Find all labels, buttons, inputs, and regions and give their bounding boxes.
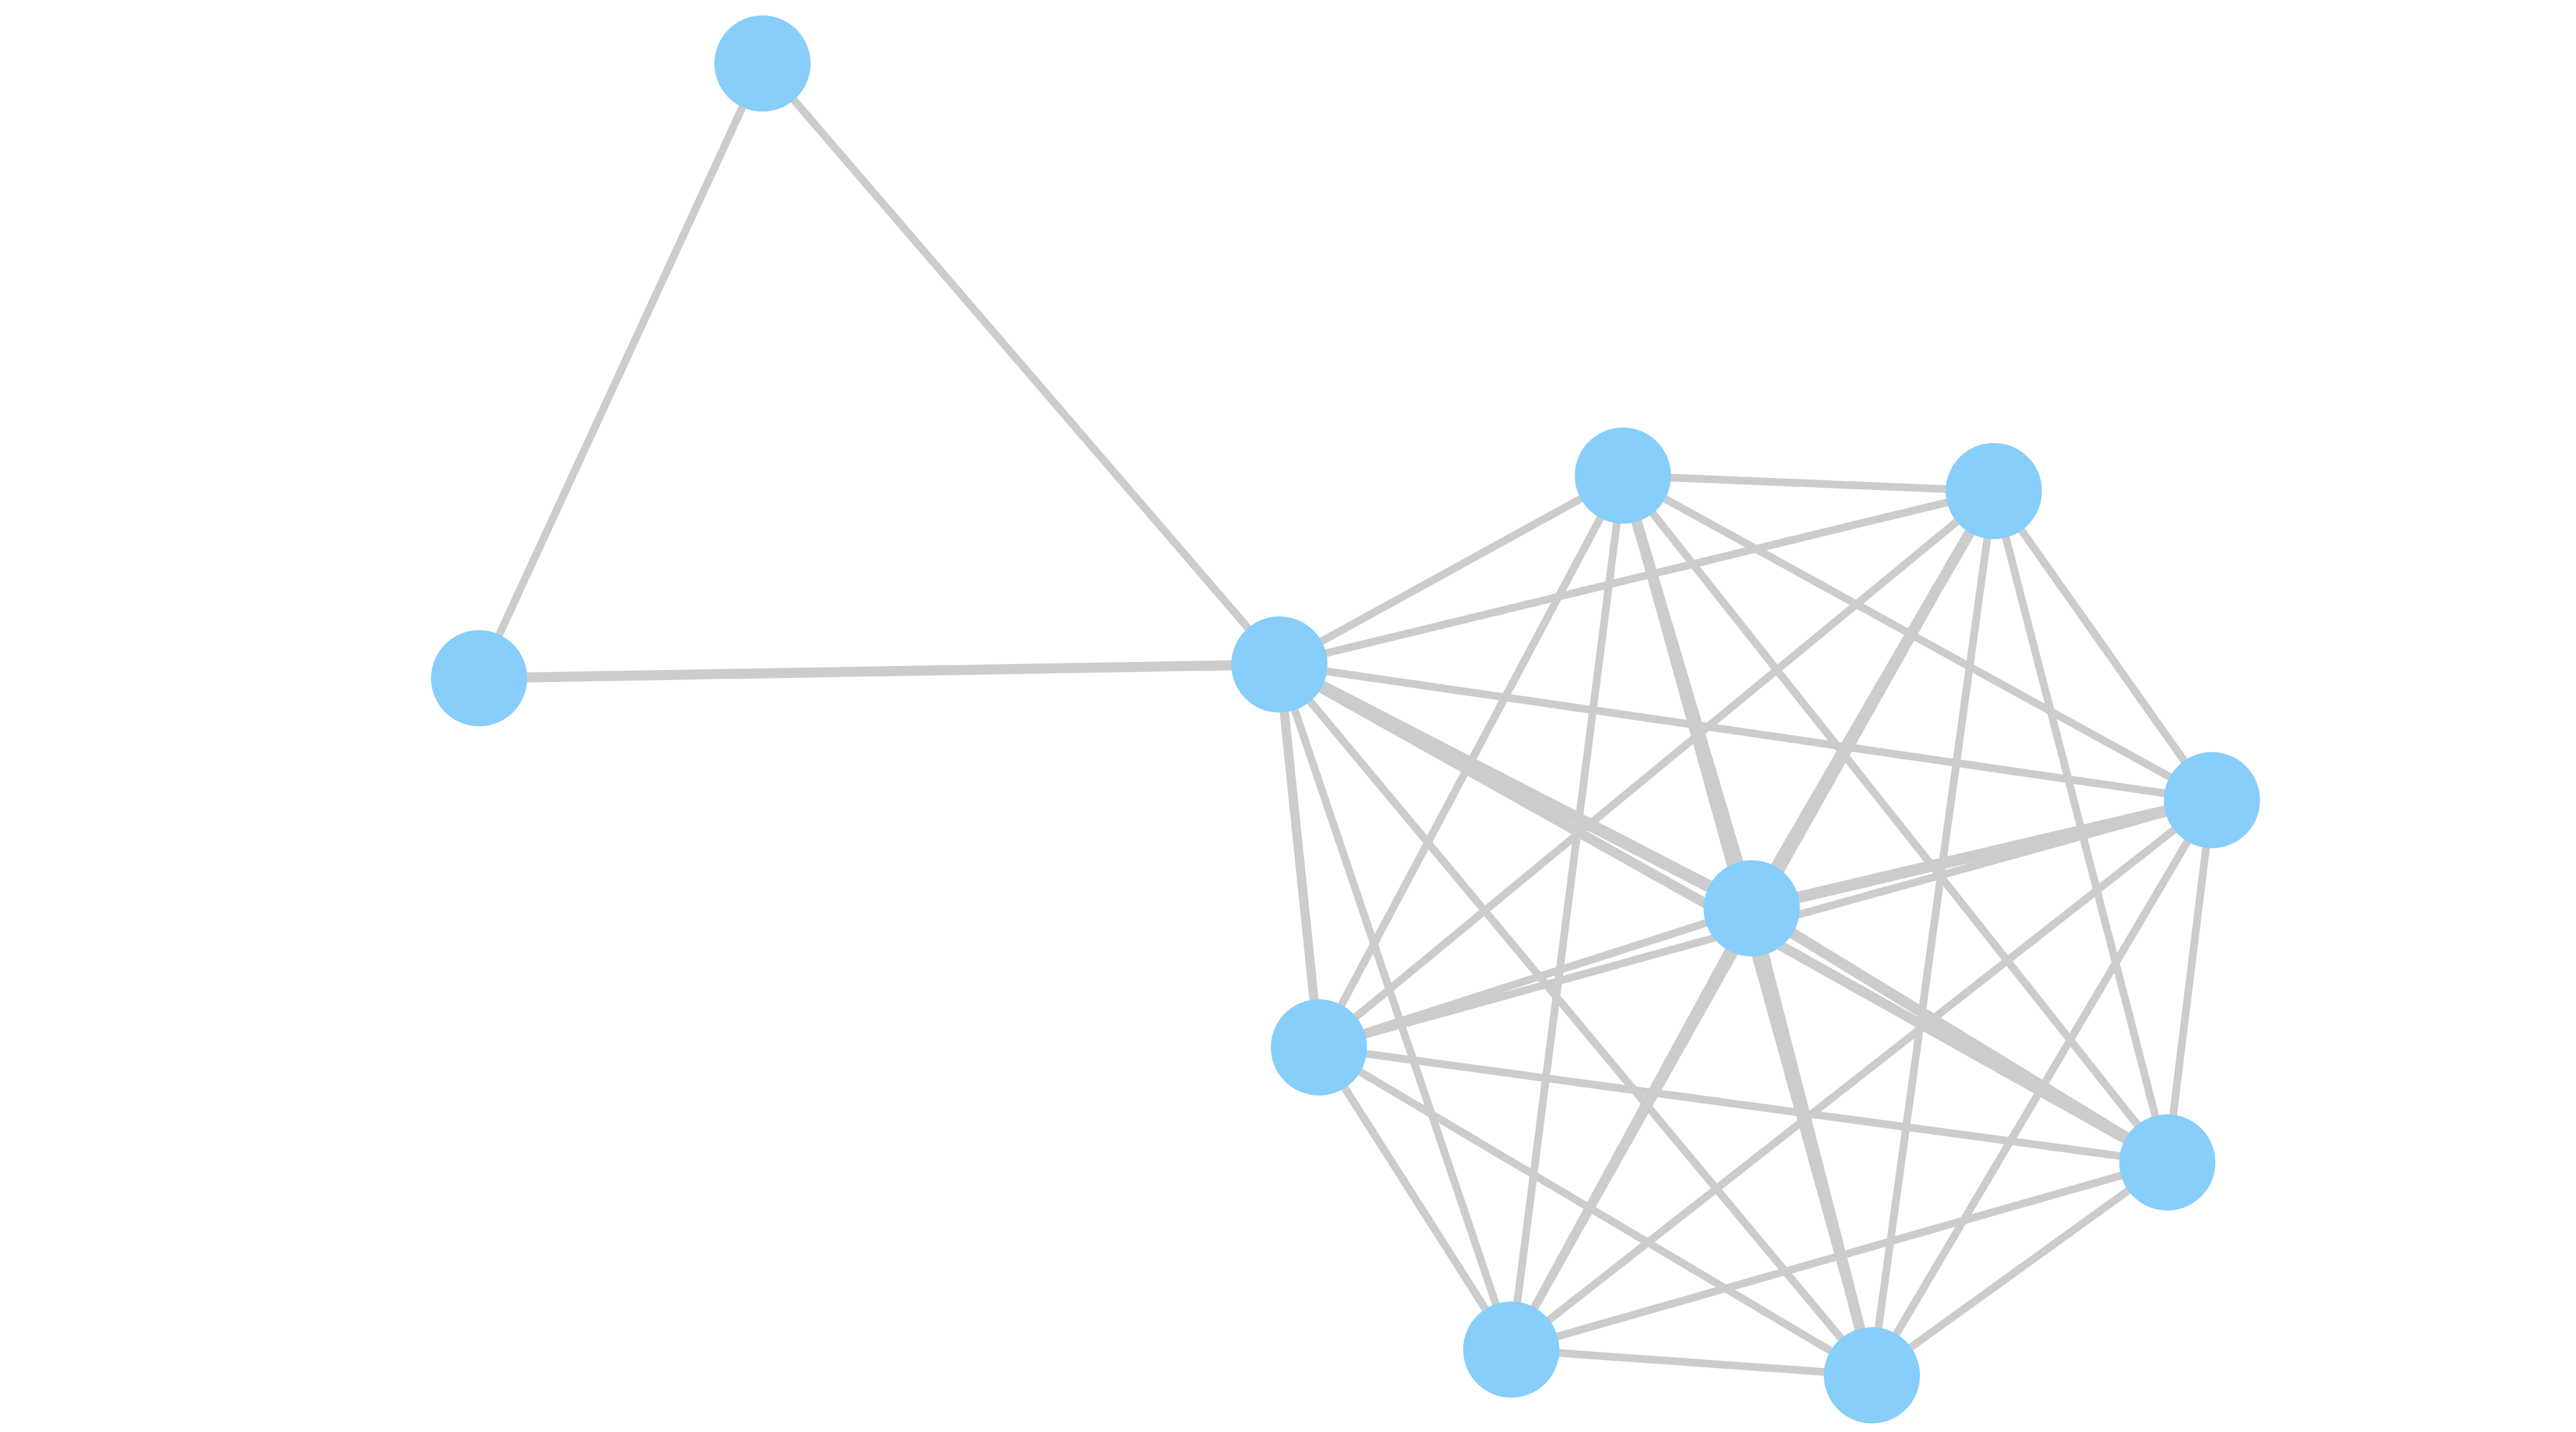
edge-n6-n10	[1746, 907, 1877, 1377]
node-n7[interactable]	[1270, 999, 1367, 1096]
edge-n7-n10	[1317, 1044, 1874, 1379]
edge-n3-n4	[1622, 471, 1994, 495]
node-n5[interactable]	[2164, 752, 2260, 848]
edge-n3-n7	[1315, 473, 1626, 1049]
node-n4[interactable]	[1945, 443, 2042, 539]
edge-n2-n10	[1276, 662, 1875, 1378]
edge-n9-n10	[1511, 1345, 1872, 1379]
edge-n2-n4	[1278, 487, 1995, 669]
edge-n2-n9	[1276, 663, 1515, 1351]
edge-n7-n9	[1315, 1045, 1515, 1352]
node-n8[interactable]	[2119, 1114, 2215, 1211]
edge-n6-n8	[1749, 903, 2171, 1167]
edge-n0-n2	[759, 61, 1283, 667]
edge-n2-n7	[1275, 664, 1324, 1048]
edge-n2-n3	[1277, 472, 1625, 668]
node-n3[interactable]	[1574, 428, 1671, 524]
node-n9[interactable]	[1463, 1301, 1560, 1398]
node-n1[interactable]	[431, 630, 528, 726]
edge-n7-n8	[1318, 1043, 2168, 1167]
edge-n5-n9	[1509, 797, 2214, 1353]
edge-n4-n10	[1868, 490, 1998, 1376]
edge-n4-n7	[1316, 488, 1996, 1051]
edge-n6-n9	[1507, 906, 1755, 1352]
edge-n3-n8	[1620, 473, 2171, 1165]
edge-n6-n7	[1317, 905, 1753, 1051]
edge-n0-n1	[476, 62, 766, 680]
edge-n3-n9	[1507, 475, 1627, 1350]
nodes-layer	[431, 15, 2260, 1424]
node-n6[interactable]	[1703, 860, 1800, 957]
node-n10[interactable]	[1824, 1327, 1920, 1424]
node-n0[interactable]	[714, 15, 811, 112]
edge-n8-n9	[1510, 1158, 2168, 1354]
edge-n8-n10	[1869, 1159, 2170, 1379]
edge-n1-n2	[479, 659, 1280, 684]
edge-n2-n5	[1279, 660, 2213, 804]
edge-n5-n8	[2163, 799, 2216, 1163]
edges-layer	[476, 61, 2216, 1379]
node-n2[interactable]	[1231, 616, 1328, 713]
edge-n4-n5	[1990, 489, 2215, 803]
edge-n3-n5	[1621, 472, 2214, 804]
